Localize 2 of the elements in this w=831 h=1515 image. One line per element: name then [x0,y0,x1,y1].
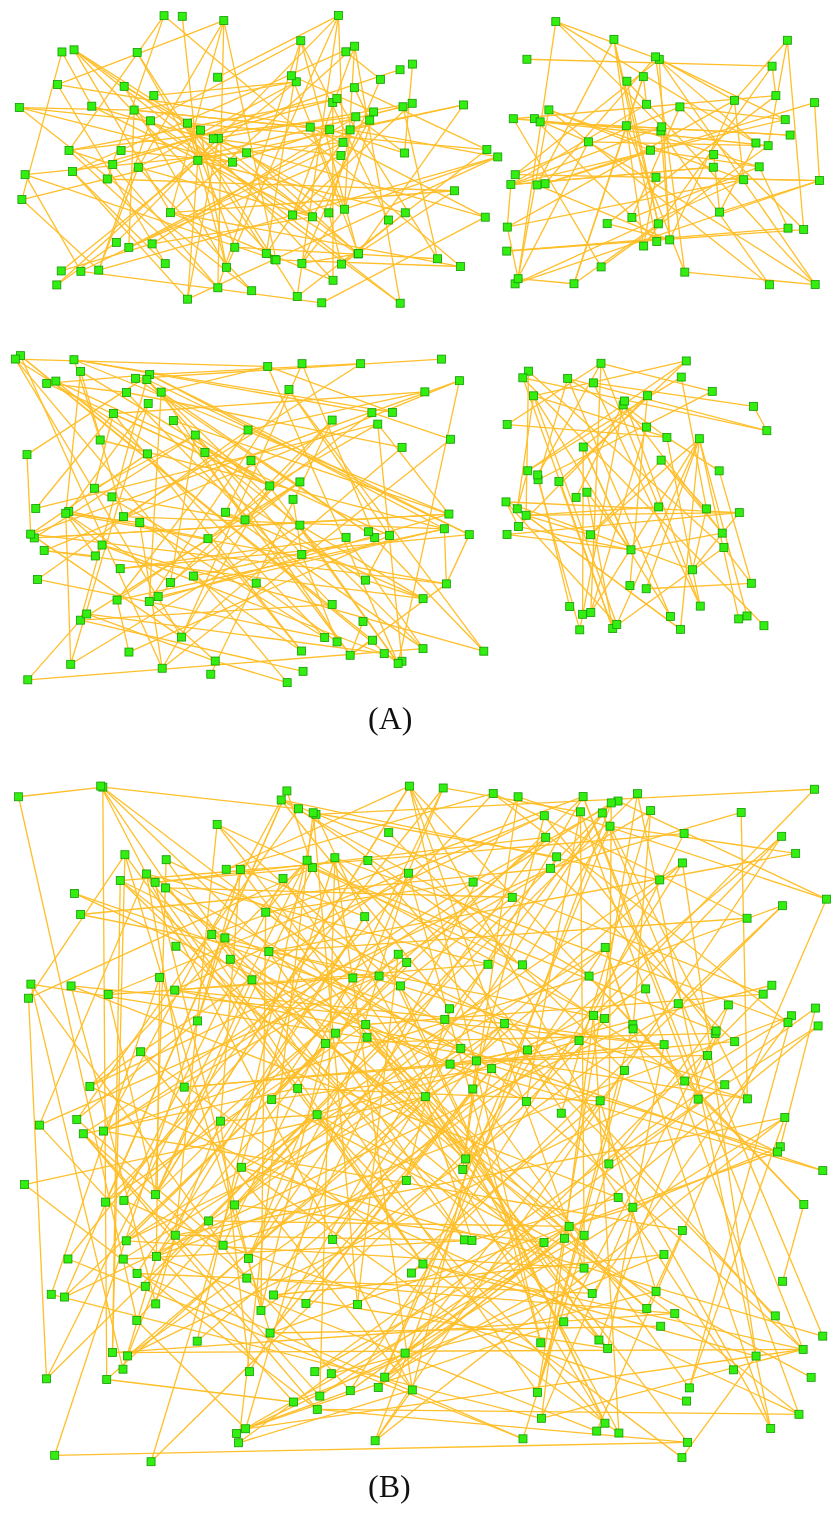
panel-label: (A) [368,700,413,736]
panel-label: (B) [368,1468,411,1504]
